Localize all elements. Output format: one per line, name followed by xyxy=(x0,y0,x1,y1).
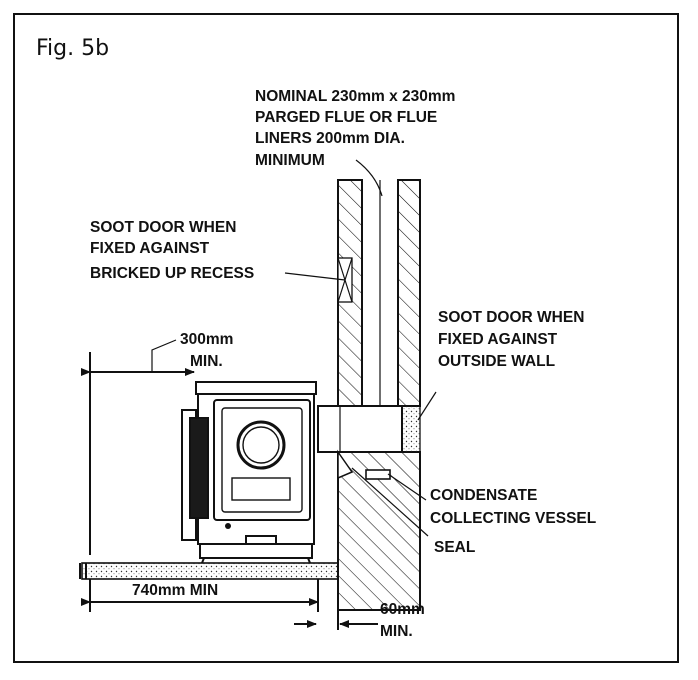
ashpan-handle xyxy=(245,535,277,545)
svg-text:60mm: 60mm xyxy=(380,601,425,618)
clearance-wall-label: 60mm MIN. xyxy=(380,601,425,640)
hearth xyxy=(81,562,339,580)
svg-text:LINERS 200mm DIA.: LINERS 200mm DIA. xyxy=(255,130,405,147)
condensate-label: CONDENSATE COLLECTING VESSEL xyxy=(430,487,596,527)
soot-door-wall-label: SOOT DOOR WHEN FIXED AGAINST OUTSIDE WAL… xyxy=(438,309,584,370)
soot-door-recess-label: SOOT DOOR WHEN FIXED AGAINST BRICKED UP … xyxy=(90,219,254,282)
svg-text:SOOT DOOR WHEN: SOOT DOOR WHEN xyxy=(90,219,236,236)
stove xyxy=(181,381,317,564)
svg-text:FIXED AGAINST: FIXED AGAINST xyxy=(438,331,558,348)
svg-text:OUTSIDE WALL: OUTSIDE WALL xyxy=(438,353,555,370)
svg-text:COLLECTING VESSEL: COLLECTING VESSEL xyxy=(430,510,596,527)
svg-text:NOMINAL 230mm x 230mm: NOMINAL 230mm x 230mm xyxy=(255,88,455,105)
clearance-side-label: 300mm MIN. xyxy=(180,331,233,370)
svg-text:300mm: 300mm xyxy=(180,331,233,348)
svg-text:PARGED FLUE OR FLUE: PARGED FLUE OR FLUE xyxy=(255,109,437,126)
svg-text:MIN.: MIN. xyxy=(190,353,223,370)
side-panel xyxy=(189,417,209,519)
figure-title: Fig. 5b xyxy=(36,36,110,61)
hearth-depth-label: 740mm MIN xyxy=(132,582,218,599)
seal-label: SEAL xyxy=(434,539,475,556)
flue-note-label: NOMINAL 230mm x 230mm PARGED FLUE OR FLU… xyxy=(255,88,455,169)
soot-door-outside xyxy=(401,405,421,453)
svg-text:SOOT DOOR WHEN: SOOT DOOR WHEN xyxy=(438,309,584,326)
svg-text:MINIMUM: MINIMUM xyxy=(255,152,325,169)
svg-text:FIXED AGAINST: FIXED AGAINST xyxy=(90,240,210,257)
chimney-right-wall xyxy=(397,179,421,407)
chimney xyxy=(337,179,421,407)
svg-text:CONDENSATE: CONDENSATE xyxy=(430,487,537,504)
wall-base xyxy=(337,451,421,611)
seal xyxy=(337,449,354,480)
condensate-vessel xyxy=(365,469,391,480)
svg-text:BRICKED UP RECESS: BRICKED UP RECESS xyxy=(90,265,254,282)
svg-text:MIN.: MIN. xyxy=(380,623,413,640)
flue-pipe xyxy=(317,405,403,453)
